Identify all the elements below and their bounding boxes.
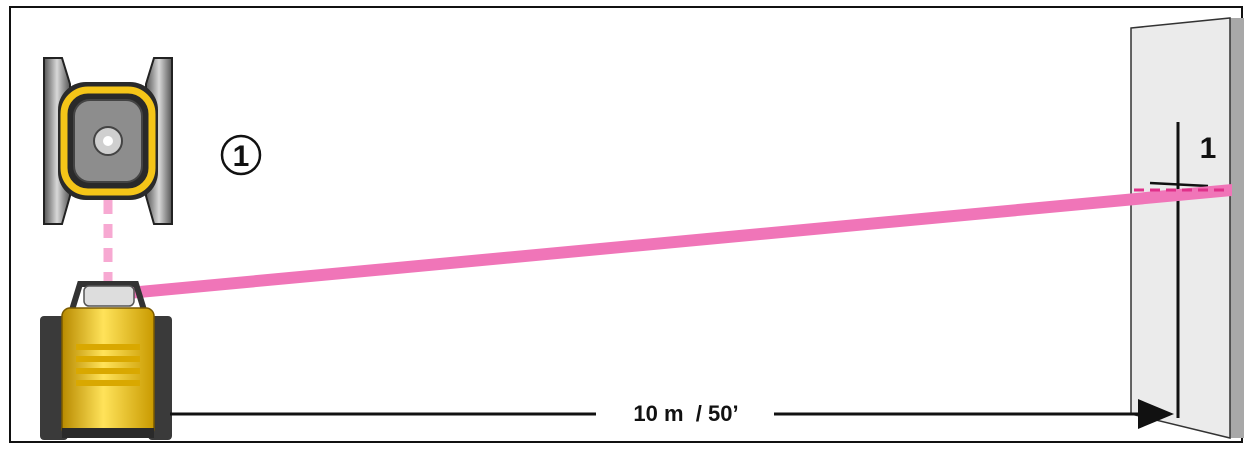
device-side-band-2 — [76, 356, 140, 362]
distance-label: 10 m / 50’ — [633, 401, 738, 426]
device-top-yellow-ring — [60, 86, 156, 196]
device-side-handle — [69, 281, 147, 311]
laser-beam — [103, 184, 1232, 300]
wall-side — [1228, 18, 1244, 438]
distance-indicator: 10 m / 50’ — [170, 399, 1174, 429]
rotary-laser-top-view: 1 — [43, 57, 262, 225]
wall: 1 — [1130, 17, 1244, 439]
wall-face — [1130, 17, 1231, 439]
device-side-band-4 — [76, 380, 140, 386]
laser-beam-line — [118, 184, 1232, 300]
device-marker-label: 1 — [233, 140, 250, 173]
device-marker-circle — [220, 134, 262, 176]
rotary-laser-side-view — [40, 281, 172, 440]
wall-horizontal-mark — [1149, 181, 1209, 188]
device-side-band-3 — [76, 368, 140, 374]
wall-marker-label: 1 — [1200, 132, 1217, 165]
device-side-base — [62, 428, 154, 438]
device-top-lens — [103, 136, 113, 146]
device-side-head — [83, 285, 135, 307]
device-side-frame-left — [40, 316, 68, 440]
device-side-band-1 — [76, 344, 140, 350]
